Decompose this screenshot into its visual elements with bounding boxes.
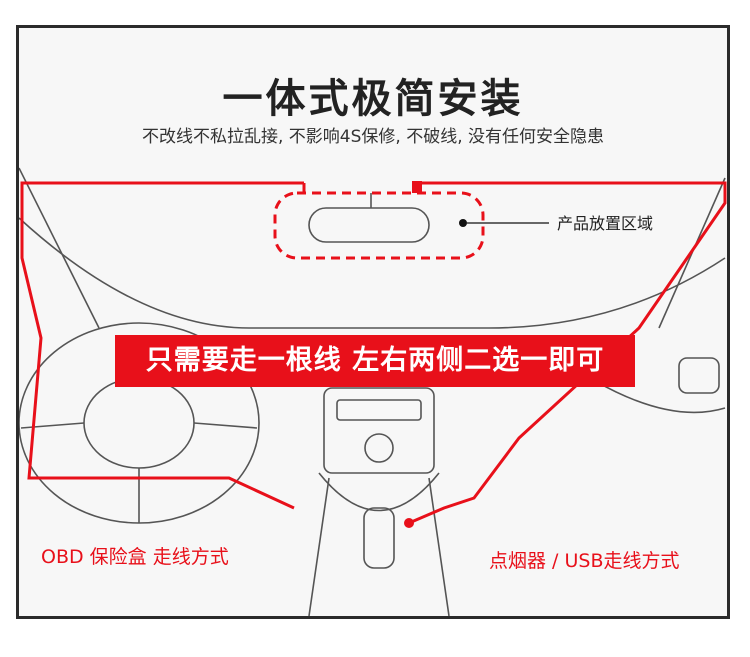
one-wire-banner: 只需要走一根线 左右两侧二选一即可: [115, 335, 635, 387]
air-vent: [678, 357, 720, 394]
illustration-frame: 一体式极简安装 不改线不私拉乱接, 不影响4S保修, 不破线, 没有任何安全隐患…: [16, 25, 730, 619]
page-subtitle: 不改线不私拉乱接, 不影响4S保修, 不破线, 没有任何安全隐患: [141, 127, 605, 147]
left-wiring-route: [20, 181, 304, 510]
obd-route-label: OBD 保险盒 走线方式: [41, 546, 229, 568]
usb-route-label: 点烟器 / USB走线方式: [489, 550, 680, 572]
product-area-label: 产品放置区域: [557, 214, 654, 233]
product-area-outline: [273, 191, 485, 260]
dashboard-outline: [19, 217, 726, 329]
cigarette-lighter-socket: [404, 518, 414, 528]
page-title: 一体式极简安装: [222, 76, 524, 122]
mirror-mount-connector: [412, 181, 422, 193]
center-console: [323, 387, 435, 474]
rearview-mirror: [308, 207, 430, 243]
gear-shifter: [363, 507, 395, 569]
car-interior-illustration: [19, 167, 727, 616]
product-area-marker: [459, 219, 467, 227]
